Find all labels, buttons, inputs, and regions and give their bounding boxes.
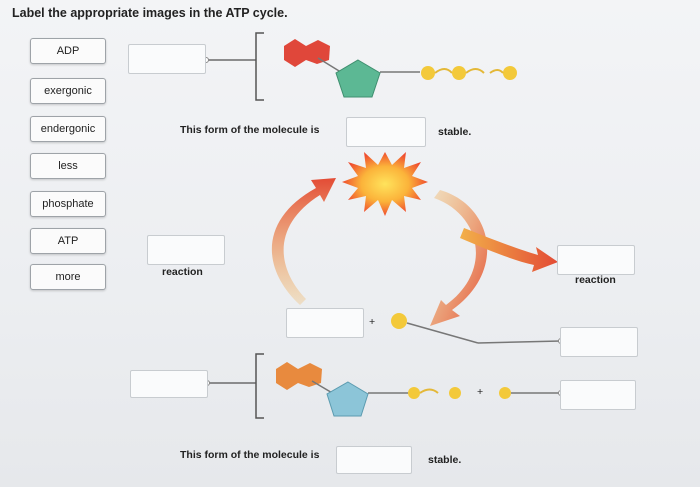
left-curved-arrow-shape bbox=[271, 178, 336, 305]
drop-target-bottom-stability[interactable] bbox=[336, 446, 412, 474]
released-phosphate-ball bbox=[391, 313, 407, 329]
plus-sign-bottom: + bbox=[477, 386, 484, 398]
atp-molecule-graphic bbox=[203, 32, 517, 101]
adenine-pentagon-shape bbox=[306, 40, 330, 64]
word-chip-more[interactable]: more bbox=[30, 264, 106, 290]
adp-molecule-graphic bbox=[204, 353, 564, 419]
drop-target-released-phosphate[interactable] bbox=[560, 380, 636, 410]
phosphate-ball-3 bbox=[503, 66, 517, 80]
drop-target-left-reaction[interactable] bbox=[147, 235, 225, 265]
word-chip-adp[interactable]: ADP bbox=[30, 38, 106, 64]
page-title: Label the appropriate images in the ATP … bbox=[12, 6, 288, 20]
word-chip-less[interactable]: less bbox=[30, 153, 106, 179]
drop-target-bottom-molecule[interactable] bbox=[130, 370, 208, 398]
phosphate-ball-1 bbox=[421, 66, 435, 80]
word-chip-endergonic[interactable]: endergonic bbox=[30, 116, 106, 142]
top-sentence-prefix: This form of the molecule is bbox=[180, 124, 320, 136]
right-curved-arrow-shape bbox=[430, 190, 488, 326]
right-branch-arrow-shape bbox=[460, 228, 558, 272]
phosphate-ball-2 bbox=[452, 66, 466, 80]
drop-target-center[interactable] bbox=[286, 308, 364, 338]
drop-target-top-stability[interactable] bbox=[346, 117, 426, 147]
word-chip-phosphate[interactable]: phosphate bbox=[30, 191, 106, 217]
right-reaction-label: reaction bbox=[575, 274, 616, 286]
ribose-pentagon-shape bbox=[335, 59, 381, 98]
left-reaction-label: reaction bbox=[162, 266, 203, 278]
drop-target-phosphate[interactable] bbox=[560, 327, 638, 357]
adenine-hexagon-shape bbox=[284, 39, 306, 67]
drop-target-right-reaction[interactable] bbox=[557, 245, 635, 275]
word-chip-atp[interactable]: ATP bbox=[30, 228, 106, 254]
bottom-sentence-prefix: This form of the molecule is bbox=[180, 449, 320, 461]
energy-burst-shape bbox=[342, 152, 428, 216]
top-sentence-suffix: stable. bbox=[438, 126, 472, 138]
plus-sign-center: + bbox=[369, 316, 376, 328]
drop-target-top-molecule[interactable] bbox=[128, 44, 206, 74]
word-chip-exergonic[interactable]: exergonic bbox=[30, 78, 106, 104]
bottom-sentence-suffix: stable. bbox=[428, 454, 462, 466]
